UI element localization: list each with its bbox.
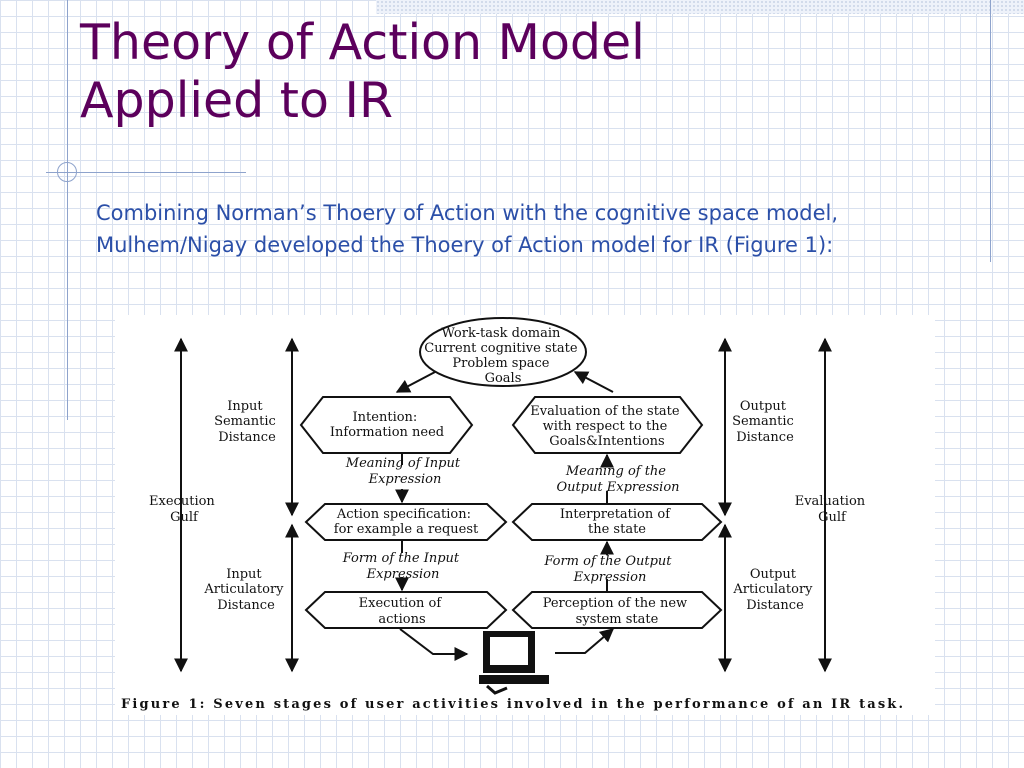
top-decorative-band xyxy=(376,0,1024,14)
system-to-perception-arrow xyxy=(555,628,615,654)
evaluation-text: Evaluation of the state with respect to … xyxy=(530,404,683,449)
decorative-circle xyxy=(57,162,77,182)
left-decorative-line xyxy=(67,0,68,420)
slide-title: Theory of Action Model Applied to IR xyxy=(80,14,980,130)
execution-text: Execution of actions xyxy=(359,596,446,627)
execution-hexagon xyxy=(304,591,508,629)
meaning-input-text: Meaning of Input Expression xyxy=(345,456,464,487)
meaning-output-text: Meaning of the Output Expression xyxy=(556,464,679,495)
input-semantic-label: Input Semantic Distance xyxy=(214,399,280,445)
output-articulatory-label: Output Articulatory Distance xyxy=(732,567,816,613)
intention-hexagon xyxy=(299,396,474,454)
figure-diagram: Work-task domain Current cognitive state… xyxy=(121,317,903,712)
action-spec-text: Action specification: for example a requ… xyxy=(334,507,479,537)
right-decorative-line xyxy=(990,0,991,262)
action-spec-hexagon xyxy=(304,503,508,541)
title-line-2: Applied to IR xyxy=(80,72,394,129)
title-underline xyxy=(46,172,246,173)
figure-caption: Figure 1: Seven stages of user activitie… xyxy=(121,697,903,712)
title-line-1: Theory of Action Model xyxy=(80,14,645,71)
output-semantic-label: Output Semantic Distance xyxy=(732,399,798,445)
computer-icon xyxy=(479,631,549,695)
interpretation-hexagon xyxy=(511,503,723,541)
goals-ellipse xyxy=(419,317,587,387)
theory-of-action-figure: Work-task domain Current cognitive state… xyxy=(115,315,935,715)
goals-ellipse-text: Work-task domain Current cognitive state… xyxy=(424,326,581,386)
execution-to-system-arrow xyxy=(399,628,469,661)
evaluation-gulf-label: Evaluation Gulf xyxy=(795,494,870,525)
perception-hexagon xyxy=(511,591,723,629)
intention-text: Intention: Information need xyxy=(330,410,444,440)
input-articulatory-label: Input Articulatory Distance xyxy=(203,567,287,613)
form-output-text: Form of the Output Expression xyxy=(543,554,675,585)
goal-to-intention-arrow xyxy=(395,371,436,393)
evaluation-hexagon xyxy=(511,396,704,454)
interpretation-text: Interpretation of the state xyxy=(560,507,674,537)
execution-gulf-label: Execution Gulf xyxy=(149,494,219,525)
slide-body-text: Combining Norman’s Thoery of Action with… xyxy=(96,201,839,257)
perception-text: Perception of the new system state xyxy=(543,596,692,627)
form-input-text: Form of the Input Expression xyxy=(342,551,464,582)
evaluation-to-goal-arrow xyxy=(573,371,614,393)
